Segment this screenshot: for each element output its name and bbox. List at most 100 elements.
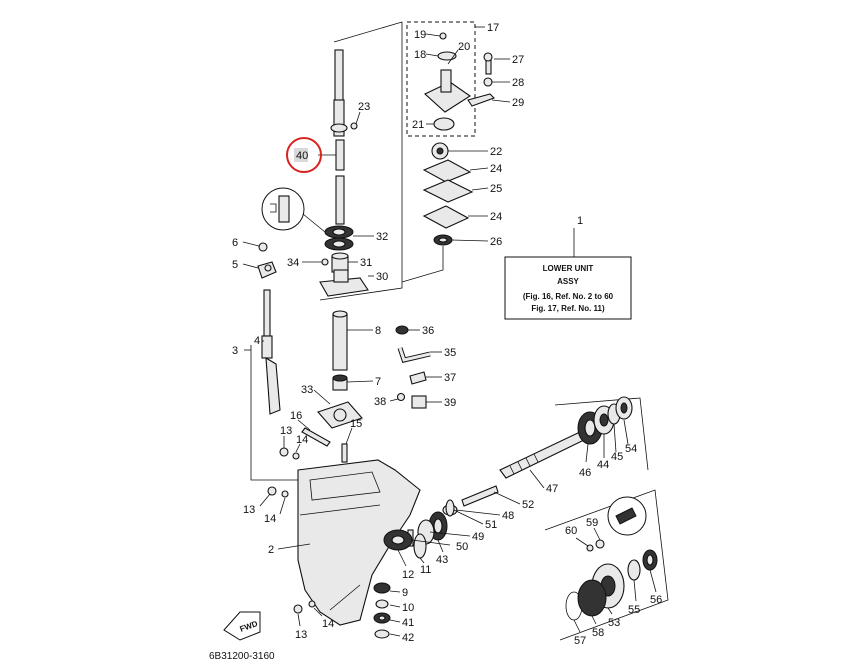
part-number-13-upper[interactable]: 13 <box>280 425 292 437</box>
part-number-43[interactable]: 43 <box>436 554 448 566</box>
part-number-3[interactable]: 3 <box>232 345 238 357</box>
part-number-1[interactable]: 1 <box>577 215 583 227</box>
part-number-24b[interactable]: 24 <box>490 211 502 223</box>
part-number-58[interactable]: 58 <box>592 627 604 639</box>
part-number-38[interactable]: 38 <box>374 396 386 408</box>
part-number-56[interactable]: 56 <box>650 594 662 606</box>
part-number-9[interactable]: 9 <box>402 587 408 599</box>
part-number-13-lower[interactable]: 13 <box>295 629 307 641</box>
drawing-code: 6B31200-3160 <box>209 651 275 662</box>
part-number-5[interactable]: 5 <box>232 259 238 271</box>
part-number-49[interactable]: 49 <box>472 531 484 543</box>
note-line-1: LOWER UNIT <box>543 264 594 273</box>
leader-24a <box>469 167 489 171</box>
washer-14-middle <box>281 490 289 498</box>
part-number-13-middle[interactable]: 13 <box>243 504 255 516</box>
nut-42 <box>374 629 390 639</box>
part-number-44[interactable]: 44 <box>597 459 609 471</box>
part-number-14-upper[interactable]: 14 <box>296 434 308 446</box>
part-number-34[interactable]: 34 <box>287 257 299 269</box>
leader-29 <box>491 99 511 103</box>
part-number-42[interactable]: 42 <box>402 632 414 644</box>
part-number-54[interactable]: 54 <box>625 443 637 455</box>
note-line-3: (Fig. 16, Ref. No. 2 to 60 <box>523 292 614 301</box>
shift-plunger-52 <box>461 485 499 507</box>
part-number-16[interactable]: 16 <box>290 410 302 422</box>
part-number-18[interactable]: 18 <box>414 49 426 61</box>
leader-54 <box>623 419 629 445</box>
seal-58 <box>577 579 607 617</box>
water-hose-35 <box>397 347 431 363</box>
lower-casing-2 <box>297 459 421 626</box>
part-number-28[interactable]: 28 <box>512 77 524 89</box>
bearing-housing-30 <box>319 252 369 297</box>
part-number-21[interactable]: 21 <box>412 119 424 131</box>
part-number-55[interactable]: 55 <box>628 604 640 616</box>
part-number-4[interactable]: 4 <box>254 335 260 347</box>
part-number-23[interactable]: 23 <box>358 101 370 113</box>
leader-15 <box>345 427 353 445</box>
part-number-19[interactable]: 19 <box>414 29 426 41</box>
bolt-13-middle <box>267 486 277 496</box>
leader-23 <box>355 111 361 125</box>
part-number-29[interactable]: 29 <box>512 97 524 109</box>
part-number-8[interactable]: 8 <box>375 325 381 337</box>
leader-49 <box>429 531 471 537</box>
part-number-51[interactable]: 51 <box>485 519 497 531</box>
leader-46 <box>585 443 589 463</box>
leader-6 <box>242 241 260 247</box>
part-number-47[interactable]: 47 <box>546 483 558 495</box>
washer-60-part <box>586 544 594 552</box>
part-number-46[interactable]: 46 <box>579 467 591 479</box>
part-number-40[interactable]: 40 <box>296 150 308 162</box>
part-40-tag <box>294 148 308 162</box>
part-number-7[interactable]: 7 <box>375 376 381 388</box>
part-number-11[interactable]: 11 <box>420 564 431 576</box>
part-number-50[interactable]: 50 <box>456 541 468 553</box>
part-number-39[interactable]: 39 <box>444 397 456 409</box>
part-number-20[interactable]: 20 <box>458 41 470 53</box>
note-line-4: Fig. 17, Ref. No. 11) <box>531 304 605 313</box>
leader-33 <box>313 389 331 405</box>
note-line-2: ASSY <box>557 277 579 286</box>
leader-48 <box>455 509 501 516</box>
part-number-2[interactable]: 2 <box>268 544 274 556</box>
part-number-10[interactable]: 10 <box>402 602 414 614</box>
leader-13-middle <box>259 493 271 507</box>
gear-12 <box>383 529 413 551</box>
part-number-36[interactable]: 36 <box>422 325 434 337</box>
part-number-35[interactable]: 35 <box>444 347 456 359</box>
part-number-22[interactable]: 22 <box>490 146 502 158</box>
part-number-53[interactable]: 53 <box>608 617 620 629</box>
part-number-27[interactable]: 27 <box>512 54 524 66</box>
bolt-59-part <box>595 539 605 549</box>
part-number-24a[interactable]: 24 <box>490 163 502 175</box>
sub-assembly-30-bracket <box>319 21 403 301</box>
part-number-14-middle[interactable]: 14 <box>264 513 276 525</box>
leader-25 <box>471 187 489 191</box>
part-number-14-lower[interactable]: 14 <box>322 618 334 630</box>
part-number-17[interactable]: 17 <box>487 22 499 34</box>
leader-14-middle <box>279 497 286 515</box>
part-number-48[interactable]: 48 <box>502 510 514 522</box>
part-number-26[interactable]: 26 <box>490 236 502 248</box>
part-number-15[interactable]: 15 <box>350 418 362 430</box>
part-number-6[interactable]: 6 <box>232 237 238 249</box>
part-number-30[interactable]: 30 <box>376 271 388 283</box>
propeller-shaft-47 <box>499 431 585 479</box>
part-number-52[interactable]: 52 <box>522 499 534 511</box>
part-number-45[interactable]: 45 <box>611 451 623 463</box>
part-number-31[interactable]: 31 <box>360 257 372 269</box>
part-number-32[interactable]: 32 <box>376 231 388 243</box>
part-number-59[interactable]: 59 <box>586 517 598 529</box>
bolt-6-part <box>258 242 268 252</box>
leader-55 <box>633 579 637 602</box>
part-number-41[interactable]: 41 <box>402 617 414 629</box>
part-number-57[interactable]: 57 <box>574 635 586 647</box>
part-number-33[interactable]: 33 <box>301 384 313 396</box>
part-number-25[interactable]: 25 <box>490 183 502 195</box>
part-number-37[interactable]: 37 <box>444 372 456 384</box>
part-number-60[interactable]: 60 <box>565 525 577 537</box>
part-number-12[interactable]: 12 <box>402 569 414 581</box>
